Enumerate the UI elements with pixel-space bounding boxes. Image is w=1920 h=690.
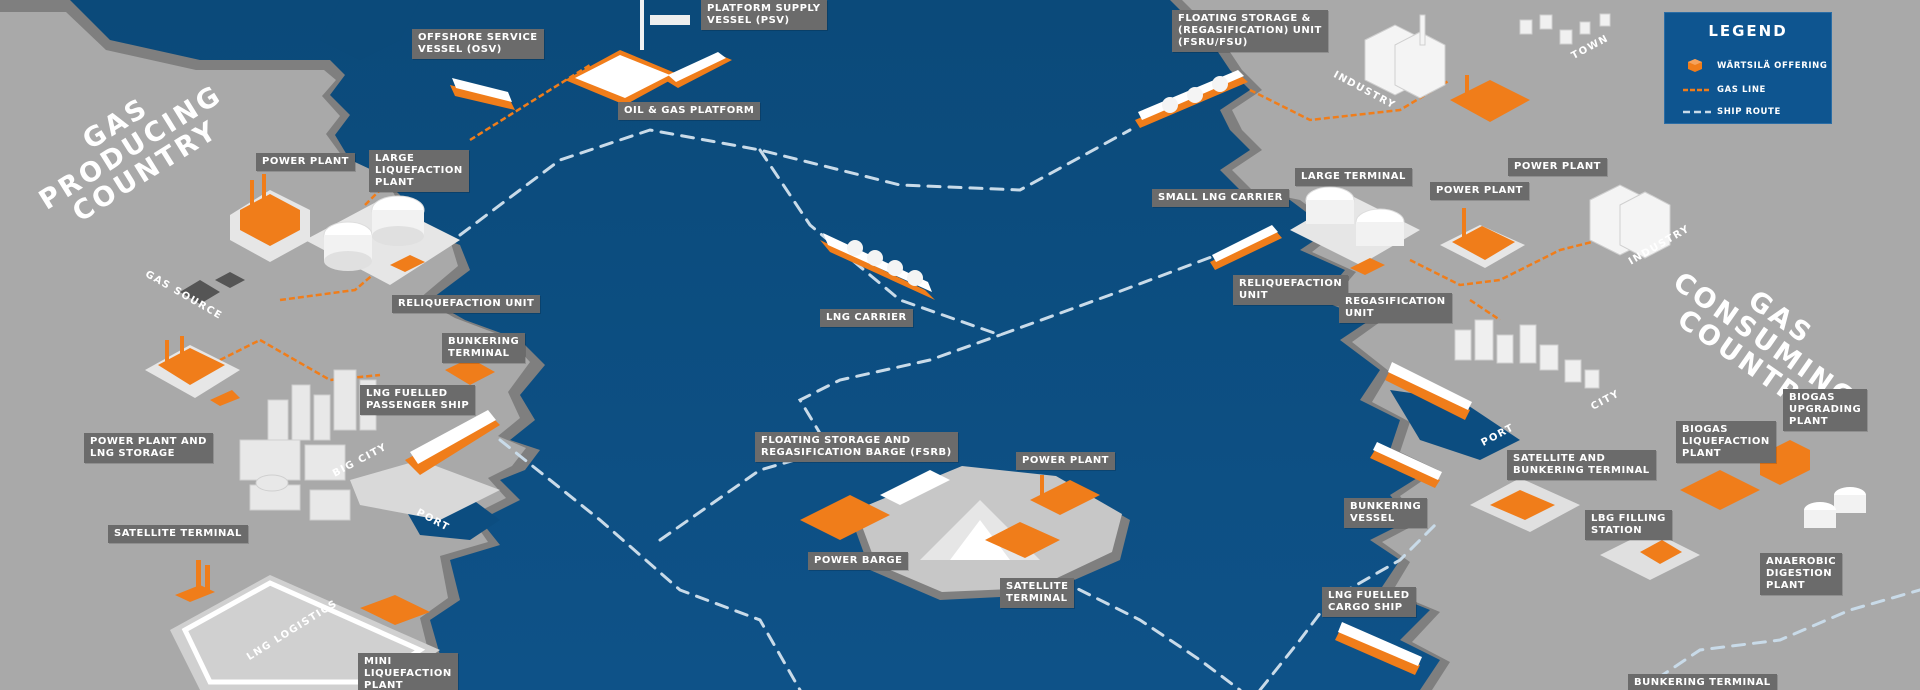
label-psv: PLATFORM SUPPLY VESSEL (PSV) [701, 0, 827, 30]
ship-port-right-graphic [1385, 362, 1472, 420]
industry-top-graphic [1364, 14, 1446, 99]
label-power-plant-center: POWER PLANT [1016, 452, 1116, 470]
cargo-ship-graphic [1335, 622, 1422, 675]
label-biogas-upgrading: BIOGAS UPGRADING PLANT [1783, 389, 1868, 431]
label-lbg-filling: LBG FILLING STATION [1585, 510, 1672, 540]
label-power-plant-storage: POWER PLANT AND LNG STORAGE [84, 433, 213, 463]
label-mini-liquefaction: MINI LIQUEFACTION PLANT [358, 653, 458, 690]
label-anaerobic: ANAEROBIC DIGESTION PLANT [1760, 553, 1843, 595]
offering-cube-icon [1688, 59, 1702, 72]
label-power-plant-right: POWER PLANT [1430, 182, 1530, 200]
osv-graphic [450, 78, 515, 110]
lbg-filling-graphic [1600, 530, 1700, 580]
legend-gas-line-text: GAS LINE [1717, 85, 1766, 95]
large-terminal-graphic [1290, 186, 1420, 275]
label-satellite-bunkering: SATELLITE AND BUNKERING TERMINAL [1507, 450, 1656, 480]
oil-gas-platform-graphic [565, 0, 690, 105]
fsru-graphic [1135, 70, 1248, 128]
anaerobic-digestion-graphic [1804, 487, 1866, 528]
legend-ship-route-text: SHIP ROUTE [1717, 107, 1781, 117]
label-large-liquefaction: LARGE LIQUEFACTION PLANT [369, 150, 469, 192]
liquefaction-plant-graphic [305, 195, 460, 285]
label-osv: OFFSHORE SERVICE VESSEL (OSV) [412, 29, 544, 59]
small-lng-carrier-graphic [1210, 225, 1282, 270]
port-left-dock [350, 460, 500, 520]
power-plant-storage-graphic [145, 336, 240, 406]
label-large-terminal: LARGE TERMINAL [1295, 168, 1412, 186]
legend: LEGEND WÄRTSILÄ OFFERING GAS LINE SHIP R… [1664, 12, 1832, 124]
satellite-bunkering-graphic [1470, 478, 1580, 532]
power-plant-right-top-graphic [1450, 75, 1530, 122]
label-power-barge: POWER BARGE [808, 552, 909, 570]
label-bunkering-terminal-left: BUNKERING TERMINAL [442, 333, 526, 363]
label-fsrb: FLOATING STORAGE AND REGASIFICATION BARG… [755, 432, 958, 462]
label-regasification: REGASIFICATION UNIT [1339, 293, 1452, 323]
label-reliquefaction-left: RELIQUEFACTION UNIT [392, 295, 541, 313]
label-biogas-liquefaction: BIOGAS LIQUEFACTION PLANT [1676, 421, 1776, 463]
industry-right-graphic [1589, 184, 1671, 259]
satellite-terminal-center-graphic [985, 522, 1060, 558]
label-small-lng-carrier: SMALL LNG CARRIER [1152, 189, 1289, 207]
power-plant-left-graphic [230, 174, 310, 262]
biogas-liquefaction-graphic [1680, 470, 1760, 510]
label-power-plant-left: POWER PLANT [256, 153, 356, 171]
label-lng-carrier: LNG CARRIER [820, 309, 913, 327]
bunkering-vessel-graphic [1370, 442, 1442, 488]
gas-line-icon [1683, 88, 1711, 92]
bunkering-terminal-left-graphic [445, 358, 495, 385]
label-lng-fuelled-passenger: LNG FUELLED PASSENGER SHIP [360, 385, 476, 415]
label-bunkering-vessel: BUNKERING VESSEL [1344, 498, 1428, 528]
town-graphic [1519, 13, 1611, 45]
legend-offering-text: WÄRTSILÄ OFFERING [1717, 61, 1828, 71]
power-plant-right-graphic [1440, 208, 1525, 268]
label-satellite-terminal-center: SATELLITE TERMINAL [1000, 578, 1075, 608]
label-reliquefaction-right: RELIQUEFACTION UNIT [1233, 275, 1349, 305]
psv-graphic [665, 52, 732, 88]
legend-title: LEGEND [1708, 22, 1788, 40]
label-satellite-terminal-left: SATELLITE TERMINAL [108, 525, 248, 543]
passenger-ship-graphic [405, 410, 500, 475]
city-right-graphic [1454, 319, 1600, 389]
gas-source-graphic [180, 272, 245, 304]
label-fsru: FLOATING STORAGE & (REGASIFICATION) UNIT… [1172, 10, 1328, 52]
producing-country-land [0, 0, 545, 690]
label-lng-fuelled-cargo: LNG FUELLED CARGO SHIP [1322, 587, 1416, 617]
fsrb-graphic [800, 470, 950, 540]
label-bunkering-terminal-bottom: BUNKERING TERMINAL [1628, 674, 1777, 690]
power-plant-center-graphic [1030, 475, 1100, 515]
label-oil-gas-platform: OIL & GAS PLATFORM [618, 102, 761, 120]
ship-route-icon [1683, 110, 1711, 114]
lng-carrier-center-graphic [820, 233, 935, 300]
label-power-plant-right-top: POWER PLANT [1508, 158, 1608, 176]
